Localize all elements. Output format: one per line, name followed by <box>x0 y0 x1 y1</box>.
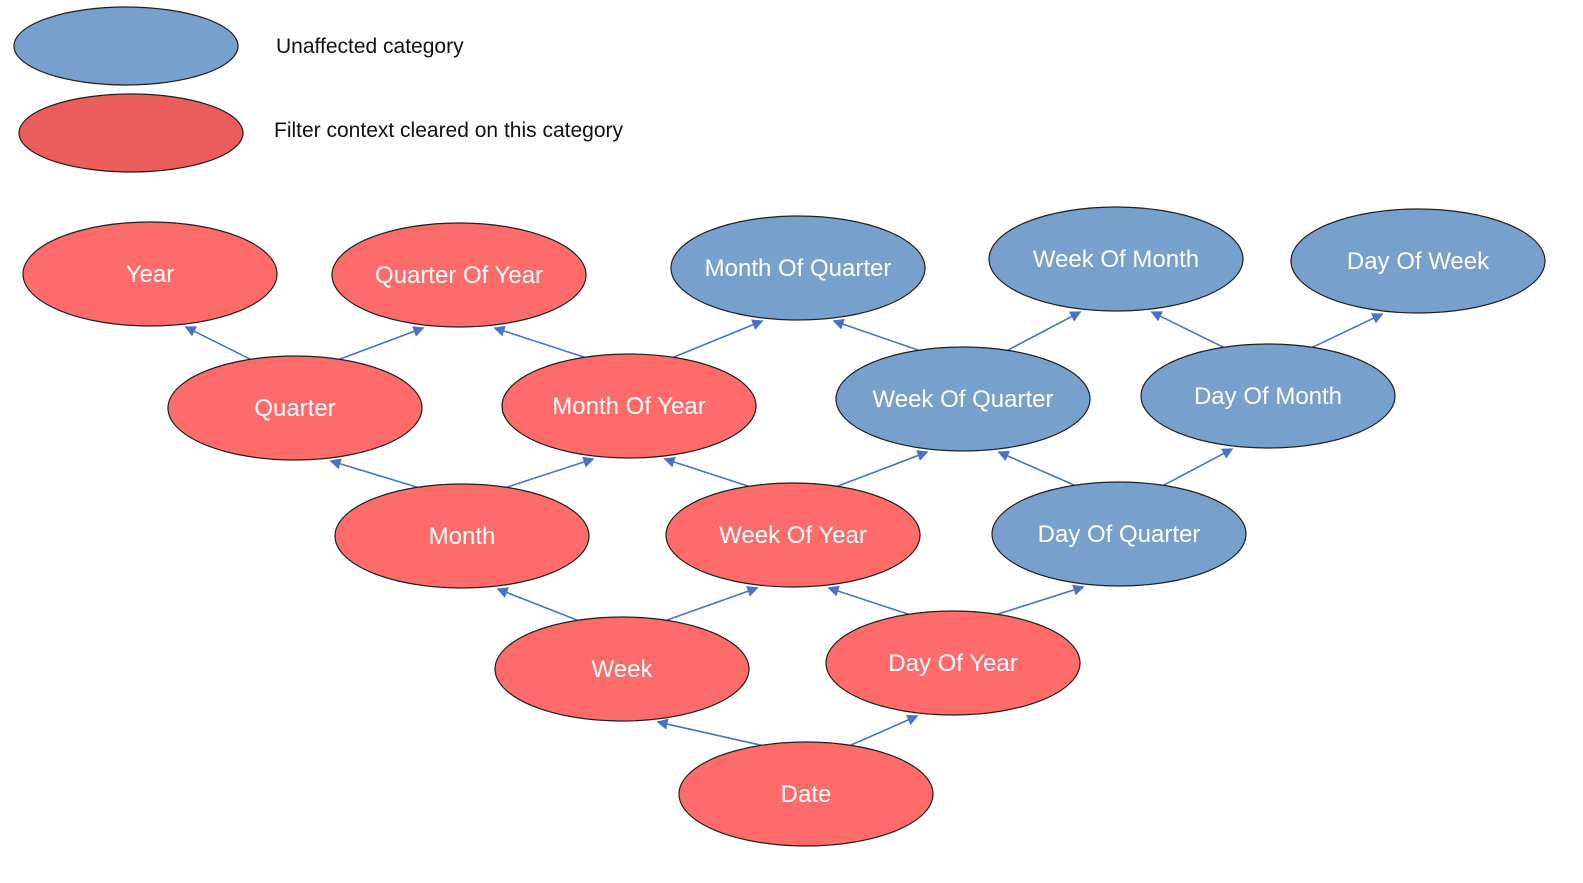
edges <box>184 311 1384 747</box>
node-week-of-quarter-label: Week Of Quarter <box>873 386 1054 413</box>
node-month-of-year: Month Of Year <box>501 353 757 459</box>
node-quarter-of-year: Quarter Of Year <box>331 222 587 328</box>
node-week-of-month-shape <box>988 206 1244 312</box>
edge-quarter-to-year <box>184 326 251 361</box>
node-quarter-shape <box>167 355 423 461</box>
edge-week-of-year-to-week-of-quarter <box>837 450 929 488</box>
edge-week-of-year-to-month-of-year <box>663 456 749 488</box>
node-date-label: Date <box>781 781 832 808</box>
edge-day-of-quarter-to-week-of-quarter <box>997 450 1075 487</box>
node-month-of-quarter-shape <box>670 215 926 321</box>
node-week-of-year-shape <box>665 482 921 588</box>
edge-day-of-year-to-week-of-year <box>827 585 909 616</box>
node-week-of-month: Week Of Month <box>988 206 1244 312</box>
node-quarter: Quarter <box>167 355 423 461</box>
node-day-of-month-shape <box>1140 343 1396 449</box>
node-day-of-year-shape <box>825 610 1081 716</box>
node-month-of-quarter: Month Of Quarter <box>670 215 926 321</box>
node-day-of-year: Day Of Year <box>825 610 1081 716</box>
node-day-of-month: Day Of Month <box>1140 343 1396 449</box>
node-year-label: Year <box>126 261 175 288</box>
node-week: Week <box>494 616 750 722</box>
legend-item-cleared: Filter context cleared on this category <box>18 93 624 173</box>
edge-quarter-to-quarter-of-year <box>339 326 425 361</box>
node-month: Month <box>334 483 590 589</box>
node-month-shape <box>334 483 590 589</box>
edge-day-of-month-to-week-of-month <box>1150 311 1224 349</box>
node-week-of-quarter: Week Of Quarter <box>835 346 1091 452</box>
edge-month-to-quarter <box>329 458 418 489</box>
edge-day-of-quarter-to-day-of-month <box>1163 448 1234 486</box>
edge-month-of-year-to-quarter-of-year <box>493 325 585 359</box>
node-day-of-quarter-shape <box>991 481 1247 587</box>
node-year-shape <box>22 221 278 327</box>
edge-week-of-quarter-to-month-of-quarter <box>832 318 919 352</box>
edge-month-to-month-of-year <box>506 456 595 489</box>
node-day-of-quarter: Day Of Quarter <box>991 481 1247 587</box>
nodes: Year Quarter Of Year Month Of Quarter We… <box>22 206 1546 847</box>
node-week-shape <box>494 616 750 722</box>
edge-day-of-year-to-day-of-quarter <box>997 584 1085 616</box>
node-week-of-quarter-shape <box>835 346 1091 452</box>
node-quarter-label: Quarter <box>254 395 335 422</box>
node-day-of-quarter-label: Day Of Quarter <box>1038 521 1201 548</box>
node-week-of-month-label: Week Of Month <box>1033 246 1199 273</box>
node-day-of-year-label: Day Of Year <box>888 650 1017 677</box>
legend: Unaffected category Filter context clear… <box>13 6 624 173</box>
legend-swatch-unaffected <box>13 6 239 86</box>
node-week-of-year: Week Of Year <box>665 482 921 588</box>
node-day-of-week: Day Of Week <box>1290 208 1546 314</box>
node-month-label: Month <box>429 523 496 550</box>
edge-day-of-month-to-day-of-week <box>1312 313 1384 349</box>
edge-date-to-day-of-year <box>850 714 919 747</box>
edge-week-of-quarter-to-week-of-month <box>1007 311 1082 351</box>
node-month-of-quarter-label: Month Of Quarter <box>705 255 892 282</box>
node-year: Year <box>22 221 278 327</box>
node-week-label: Week <box>592 656 654 683</box>
node-day-of-week-label: Day Of Week <box>1347 248 1490 275</box>
edge-week-to-month <box>496 587 578 622</box>
node-day-of-week-shape <box>1290 208 1546 314</box>
node-quarter-of-year-shape <box>331 222 587 328</box>
node-month-of-year-label: Month Of Year <box>552 393 705 420</box>
edge-month-of-year-to-month-of-quarter <box>673 319 764 359</box>
legend-item-unaffected: Unaffected category <box>13 6 464 86</box>
node-month-of-year-shape <box>501 353 757 459</box>
edge-date-to-week <box>656 718 762 747</box>
node-week-of-year-label: Week Of Year <box>719 522 867 549</box>
legend-label-cleared: Filter context cleared on this category <box>274 119 624 142</box>
node-date-shape <box>678 741 934 847</box>
node-day-of-month-label: Day Of Month <box>1194 383 1342 410</box>
edge-week-to-week-of-year <box>666 586 759 622</box>
legend-label-unaffected: Unaffected category <box>276 35 464 58</box>
legend-swatch-cleared <box>18 93 244 173</box>
node-date: Date <box>678 741 934 847</box>
node-quarter-of-year-label: Quarter Of Year <box>375 262 543 289</box>
